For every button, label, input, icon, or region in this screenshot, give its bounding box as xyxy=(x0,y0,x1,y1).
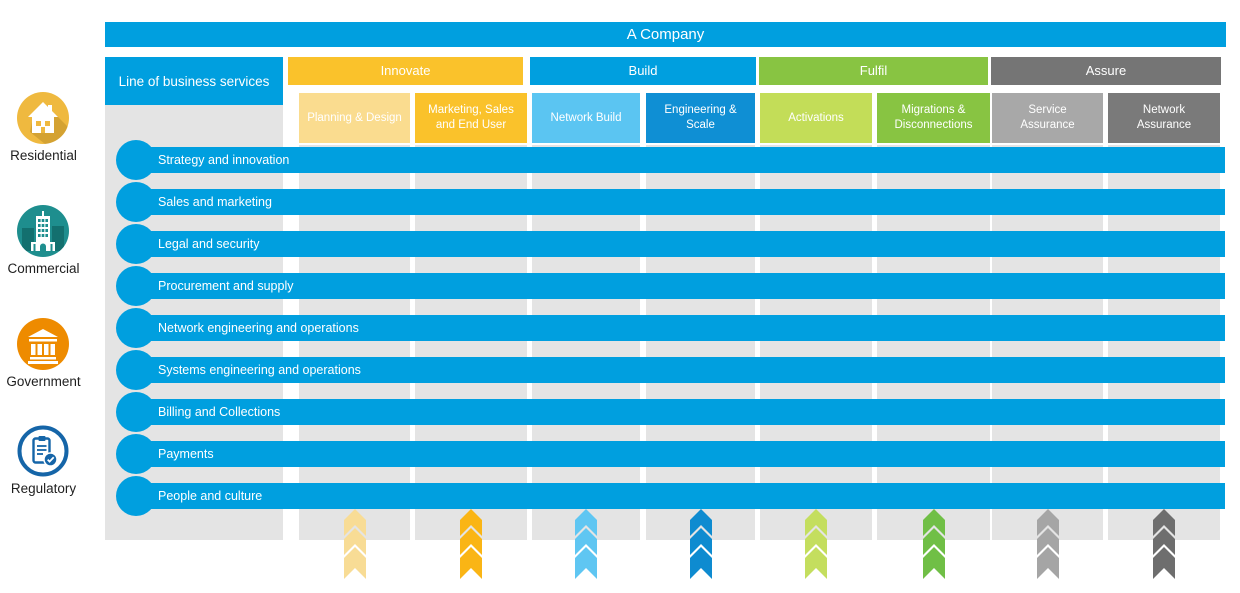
service-row: Systems engineering and operations xyxy=(130,357,1225,383)
phase-header-innovate: Innovate xyxy=(288,57,523,85)
phase-header-assure: Assure xyxy=(991,57,1221,85)
up-arrow-icon xyxy=(343,509,366,579)
column-header: Network Build xyxy=(532,93,640,143)
phase-header-fulfil: Fulfil xyxy=(759,57,988,85)
segment-label-government: Government xyxy=(6,374,81,389)
column-header: Migrations & Disconnections xyxy=(877,93,990,143)
up-arrow-icon xyxy=(805,509,827,579)
up-arrow-icon xyxy=(1153,509,1175,579)
government-building-icon xyxy=(17,318,69,370)
company-banner: A Company xyxy=(105,22,1226,47)
column-header: Service Assurance xyxy=(992,93,1103,143)
segment-label-regulatory: Regulatory xyxy=(10,481,77,496)
service-row: Procurement and supply xyxy=(130,273,1225,299)
up-arrow-icon xyxy=(689,509,712,579)
service-row: Strategy and innovation xyxy=(130,147,1225,173)
column-header: Activations xyxy=(760,93,872,143)
up-arrow-icon xyxy=(575,509,597,579)
service-row: Sales and marketing xyxy=(130,189,1225,215)
service-row: Payments xyxy=(130,441,1225,467)
column-header: Planning & Design xyxy=(299,93,410,143)
service-row: Billing and Collections xyxy=(130,399,1225,425)
phase-header-build: Build xyxy=(530,57,756,85)
segment-label-residential: Residential xyxy=(10,148,77,163)
clipboard-check-icon xyxy=(17,425,69,477)
up-arrow-icon xyxy=(922,509,945,579)
office-building-icon xyxy=(17,205,69,257)
service-row: Network engineering and operations xyxy=(130,315,1225,341)
column-header: Engineering & Scale xyxy=(646,93,755,143)
up-arrow-icon xyxy=(1036,509,1059,579)
service-row: People and culture xyxy=(130,483,1225,509)
service-row: Legal and security xyxy=(130,231,1225,257)
line-of-business-header: Line of business services xyxy=(105,57,283,105)
segment-label-commercial: Commercial xyxy=(7,261,80,276)
column-header: Network Assurance xyxy=(1108,93,1220,143)
house-icon xyxy=(17,92,69,144)
up-arrow-icon xyxy=(460,509,482,579)
column-header: Marketing, Sales and End User xyxy=(415,93,527,143)
